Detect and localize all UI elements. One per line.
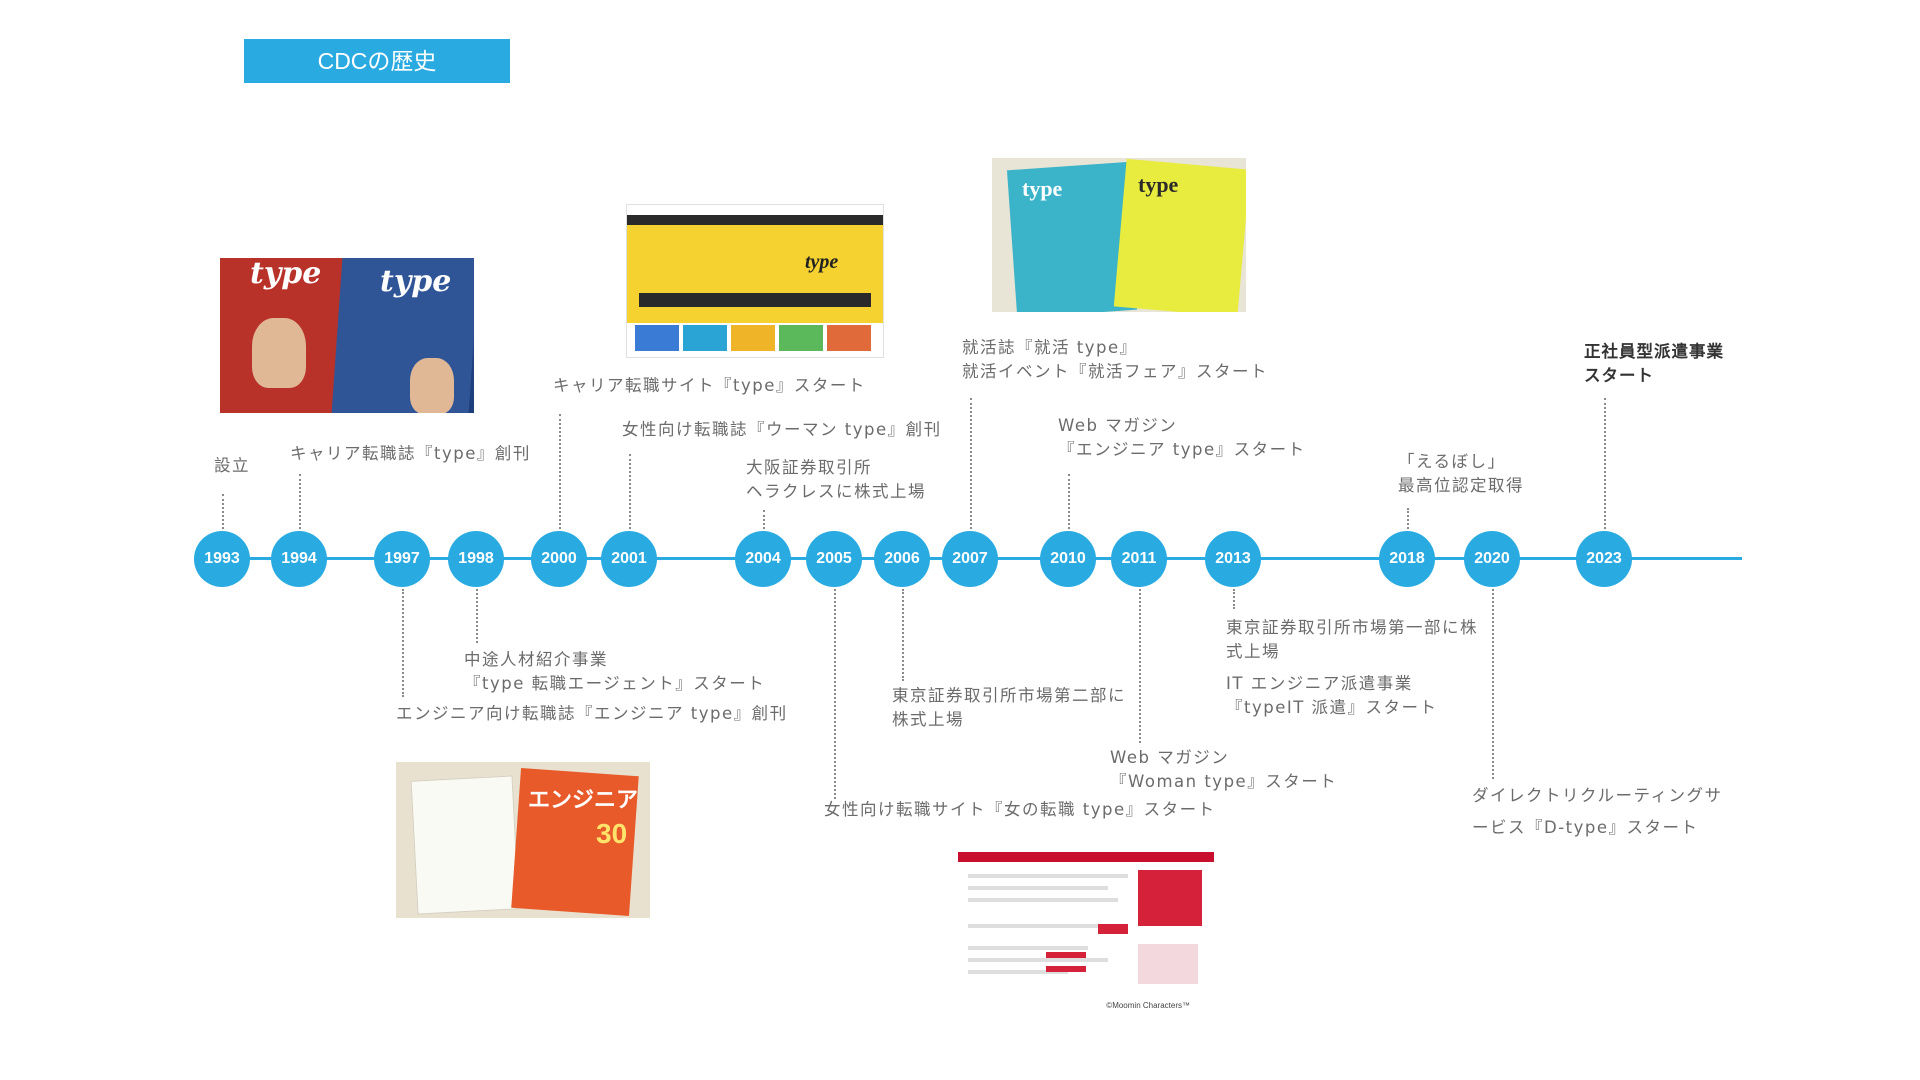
- connector-2011: [1139, 589, 1141, 743]
- year-node-2000: 2000: [531, 531, 587, 587]
- magazine-logo-a: type: [250, 258, 322, 291]
- site-header-bar: [958, 852, 1214, 862]
- event-label-2001: 女性向け転職誌『ウーマン type』創刊: [622, 420, 942, 439]
- copyright-credit: ©Moomin Characters™: [1106, 1001, 1190, 1010]
- banner-tile: [683, 325, 727, 351]
- connector-2000: [559, 414, 561, 529]
- year-node-2007: 2007: [942, 531, 998, 587]
- event-label-2007: 就活誌『就活 type』 就活イベント『就活フェア』スタート: [962, 338, 1268, 381]
- site-topbar: [627, 205, 883, 215]
- portrait-icon: [410, 358, 454, 413]
- site-link-bar: [1046, 966, 1086, 972]
- connector-1993: [222, 494, 224, 529]
- year-node-1998: 1998: [448, 531, 504, 587]
- connector-2010: [1068, 474, 1070, 529]
- magazine-logo-b: type: [380, 264, 452, 299]
- site-row: [968, 924, 1128, 928]
- site-row: [968, 946, 1088, 950]
- connector-2007: [970, 398, 972, 529]
- website-screenshot-2005: ©Moomin Characters™: [958, 834, 1214, 1012]
- banner-tile: [731, 325, 775, 351]
- connector-2020: [1492, 589, 1494, 779]
- banner-tile: [779, 325, 823, 351]
- year-node-2001: 2001: [601, 531, 657, 587]
- event-label-2011: Web マガジン 『Woman type』スタート: [1110, 748, 1338, 791]
- page-title: CDCの歴史: [244, 39, 510, 83]
- event-label-2013-it: IT エンジニア派遣事業 『typeIT 派遣』スタート: [1226, 674, 1438, 717]
- event-label-2018: 「えるぼし」 最高位認定取得: [1398, 452, 1524, 495]
- event-label-1994: キャリア転職誌『type』創刊: [290, 444, 531, 463]
- event-label-2020: ダイレクトリクルーティングサ ービス『D-type』スタート: [1472, 786, 1723, 837]
- magazine-photo-2007: type type: [992, 158, 1246, 312]
- event-label-2004: 大阪証券取引所 ヘラクレスに株式上場: [746, 458, 926, 501]
- year-node-2006: 2006: [874, 531, 930, 587]
- magazine-logo: エンジニア: [528, 787, 639, 812]
- year-node-2004: 2004: [735, 531, 791, 587]
- portrait-icon: [252, 318, 306, 388]
- event-label-2023: 正社員型派遣事業 スタート: [1584, 342, 1724, 385]
- event-label-2010: Web マガジン 『エンジニア type』スタート: [1058, 416, 1306, 459]
- site-row: [968, 970, 1068, 974]
- site-nav: [627, 215, 883, 225]
- site-logo: type: [805, 251, 839, 273]
- event-label-1997: エンジニア向け転職誌『エンジニア type』創刊: [396, 704, 788, 723]
- site-row: [968, 874, 1128, 878]
- banner-tile: [635, 325, 679, 351]
- magazine-photo-1997: エンジニア 30: [396, 762, 650, 918]
- year-node-2020: 2020: [1464, 531, 1520, 587]
- magazine-page: [410, 775, 520, 915]
- event-label-1993: 設立: [214, 456, 250, 475]
- magazine-logo-b: type: [1138, 172, 1179, 197]
- year-node-1993: 1993: [194, 531, 250, 587]
- connector-2004: [763, 510, 765, 529]
- magazine-cover-b: [1113, 158, 1246, 312]
- connector-1998: [476, 589, 478, 643]
- site-promo-box: [1138, 870, 1202, 926]
- year-node-1997: 1997: [374, 531, 430, 587]
- magazine-headline: 30: [596, 818, 628, 849]
- site-row: [968, 886, 1108, 890]
- event-label-2005: 女性向け転職サイト『女の転職 type』スタート: [824, 800, 1216, 819]
- event-label-2013-listing: 東京証券取引所市場第一部に株 式上場: [1226, 618, 1478, 661]
- event-label-2006: 東京証券取引所市場第二部に 株式上場: [892, 686, 1126, 729]
- year-node-1994: 1994: [271, 531, 327, 587]
- year-node-2013: 2013: [1205, 531, 1261, 587]
- connector-2013: [1233, 589, 1235, 609]
- website-screenshot-2000: type: [626, 204, 884, 358]
- site-link-bar: [1046, 952, 1086, 958]
- connector-2006: [902, 589, 904, 681]
- connector-2023: [1604, 398, 1606, 529]
- year-node-2023: 2023: [1576, 531, 1632, 587]
- connector-2001: [629, 454, 631, 529]
- magazine-photo-1994: type type: [220, 258, 474, 413]
- site-sidebar-ad: [1138, 944, 1198, 984]
- connector-2005: [834, 589, 836, 799]
- event-label-2000: キャリア転職サイト『type』スタート: [553, 376, 866, 395]
- site-row: [968, 958, 1108, 962]
- site-button: [1098, 924, 1128, 934]
- event-label-1998: 中途人材紹介事業 『type 転職エージェント』スタート: [464, 650, 766, 693]
- magazine-logo-a: type: [1022, 176, 1063, 201]
- site-row: [968, 898, 1118, 902]
- site-searchbar: [639, 293, 871, 307]
- connector-2018: [1407, 508, 1409, 529]
- connector-1997: [402, 589, 404, 697]
- year-node-2010: 2010: [1040, 531, 1096, 587]
- year-node-2018: 2018: [1379, 531, 1435, 587]
- year-node-2011: 2011: [1111, 531, 1167, 587]
- banner-tile: [827, 325, 871, 351]
- connector-1994: [299, 474, 301, 529]
- year-node-2005: 2005: [806, 531, 862, 587]
